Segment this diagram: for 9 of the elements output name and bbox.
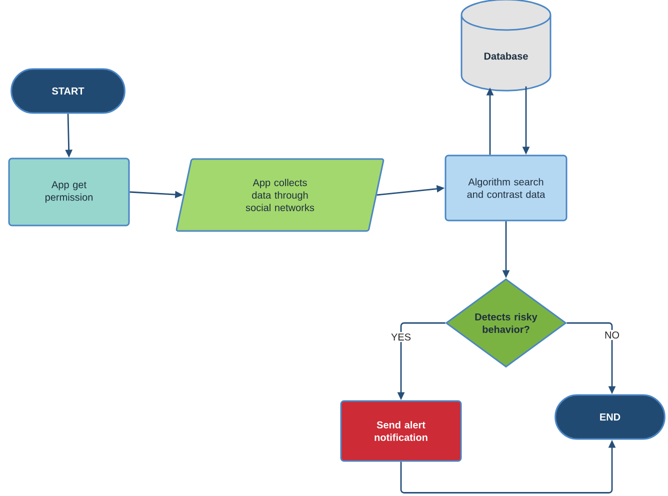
process-box: App get permission <box>8 158 130 226</box>
end-terminal: END <box>554 394 666 440</box>
edge-label: NO <box>603 330 621 340</box>
edge-label: YES <box>390 332 412 342</box>
alert-box: Send alert notification <box>340 400 462 462</box>
start-terminal: START <box>10 68 126 114</box>
data-parallelogram: App collects data through social networks <box>176 158 384 232</box>
process-box: Algorithm search and contrast data <box>444 154 568 222</box>
database-cylinder: Database <box>460 0 552 92</box>
